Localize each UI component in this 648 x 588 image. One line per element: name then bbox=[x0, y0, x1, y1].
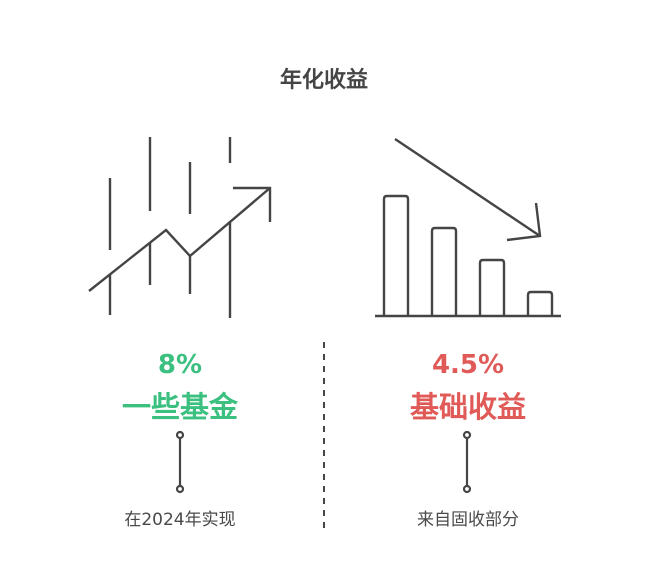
left-label: 一些基金 bbox=[121, 390, 238, 424]
right-value: 4.5% bbox=[431, 350, 505, 380]
left-connector-bottom-dot bbox=[175, 484, 185, 494]
right-label: 基础收益 bbox=[409, 390, 526, 424]
dashed-divider bbox=[323, 342, 325, 532]
left-connector-top-dot bbox=[175, 430, 185, 440]
left-column: 8% 一些基金 在2024年实现 bbox=[50, 0, 310, 588]
left-caption: 在2024年实现 bbox=[124, 510, 236, 530]
right-caption: 来自固收部分 bbox=[417, 510, 519, 530]
right-connector-top-dot bbox=[462, 430, 472, 440]
right-connector-bottom-dot bbox=[462, 484, 472, 494]
page-title: 年化收益 bbox=[279, 68, 368, 93]
left-value: 8% bbox=[157, 350, 203, 380]
right-column: 4.5% 基础收益 来自固收部分 bbox=[338, 0, 598, 588]
